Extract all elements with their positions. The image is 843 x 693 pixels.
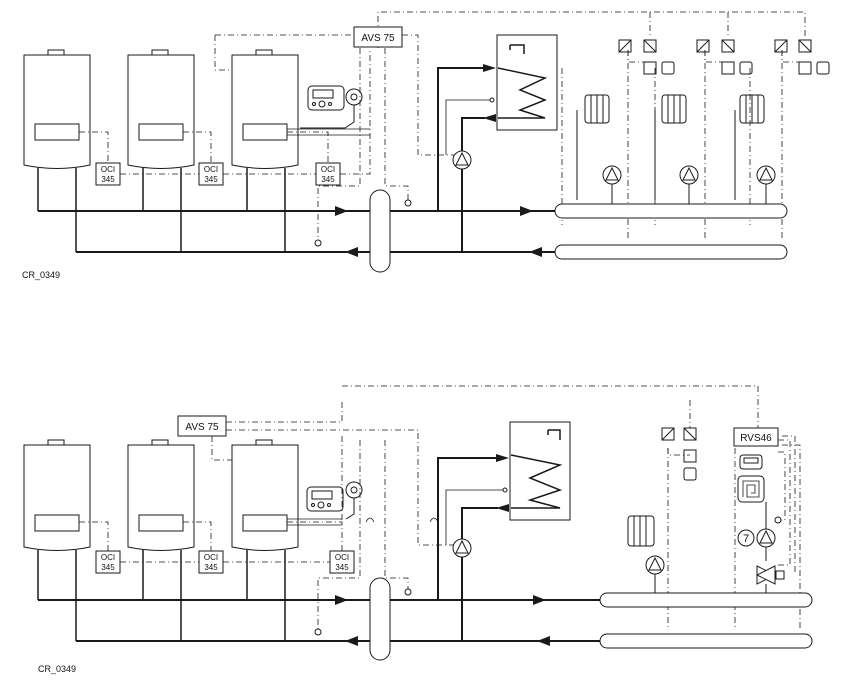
room-unit-icon — [739, 454, 763, 470]
boiler-icon — [127, 54, 195, 169]
tap-icon — [509, 44, 525, 54]
avs75-controller: AVS 75 — [353, 26, 403, 48]
boiler-icon — [127, 444, 195, 551]
oci-module-1: OCI 345 — [95, 550, 121, 574]
svg-text:OCI: OCI — [335, 553, 349, 562]
main-pipes-bottom — [38, 599, 600, 642]
mixing-circuit: RVS46 7 — [733, 427, 785, 593]
boiler-2 — [127, 439, 195, 641]
hydraulic-separator — [369, 189, 391, 273]
boiler-icon — [23, 444, 91, 551]
heating-circuit-1 — [576, 39, 675, 205]
room-unit-icon — [683, 467, 697, 481]
pump-icon — [452, 538, 472, 558]
svg-text:345: 345 — [204, 563, 218, 572]
boiler-3 — [231, 49, 299, 252]
room-unit-icon — [661, 61, 675, 75]
schematic-bottom: OCI 345 OCI 345 OCI 345 — [23, 385, 813, 674]
rvs46-controller — [733, 427, 779, 447]
svg-text:OCI: OCI — [321, 165, 335, 174]
oci-module-3: OCI 345 — [329, 550, 355, 574]
heating-circuit-direct — [627, 427, 697, 593]
main-pipes-top — [38, 210, 555, 253]
flow-manifold — [554, 203, 788, 219]
oci-module-3: OCI 345 — [315, 162, 341, 186]
svg-text:RVS46: RVS46 — [740, 433, 772, 444]
svg-text:345: 345 — [204, 175, 218, 184]
room-unit-icon — [307, 85, 345, 111]
oci-module-1: OCI 345 — [95, 162, 121, 186]
tap-icon — [547, 429, 561, 440]
avs75-controller: AVS 75 — [177, 415, 227, 437]
heating-circuit-3 — [734, 39, 830, 205]
svg-text:OCI: OCI — [101, 553, 115, 562]
radiator-icon — [627, 515, 655, 547]
hydraulic-separator — [369, 577, 391, 661]
svg-text:345: 345 — [321, 175, 335, 184]
boiler-icon — [231, 444, 299, 551]
boiler-3 — [231, 439, 299, 641]
flow-manifold — [599, 592, 813, 608]
dhw-tank — [509, 421, 571, 521]
room-unit-icon — [306, 486, 344, 512]
boiler-1 — [23, 439, 91, 641]
room-unit-icon — [816, 61, 830, 75]
svg-text:OCI: OCI — [204, 553, 218, 562]
boiler-icon — [23, 54, 91, 169]
dhw-tank — [496, 34, 558, 131]
underfloor-coil-icon — [737, 475, 765, 503]
svg-text:OCI: OCI — [101, 165, 115, 174]
return-manifold — [554, 244, 788, 260]
svg-text:AVS 75: AVS 75 — [361, 33, 395, 44]
schematic-top: OCI 345 OCI 345 OCI 345 — [22, 11, 830, 280]
room-unit-icon — [739, 61, 753, 75]
oci-module-2: OCI 345 — [198, 550, 224, 574]
svg-text:OCI: OCI — [204, 165, 218, 174]
svg-text:AVS 75: AVS 75 — [185, 422, 219, 433]
boiler-icon — [231, 54, 299, 169]
caption-bottom: CR_0349 — [38, 664, 76, 674]
boiler-2 — [127, 49, 195, 252]
sensor-icon — [300, 88, 363, 129]
valve-icon — [755, 565, 785, 585]
svg-text:345: 345 — [101, 563, 115, 572]
pump-icon — [452, 150, 472, 170]
svg-text:7: 7 — [743, 533, 749, 545]
oci-module-2: OCI 345 — [198, 162, 224, 186]
svg-text:345: 345 — [335, 563, 349, 572]
svg-text:345: 345 — [101, 175, 115, 184]
caption-top: CR_0349 — [22, 270, 60, 280]
sensor-icon — [345, 481, 363, 520]
boiler-1 — [23, 49, 91, 252]
heating-circuit-2 — [654, 39, 753, 205]
return-manifold — [599, 633, 813, 649]
